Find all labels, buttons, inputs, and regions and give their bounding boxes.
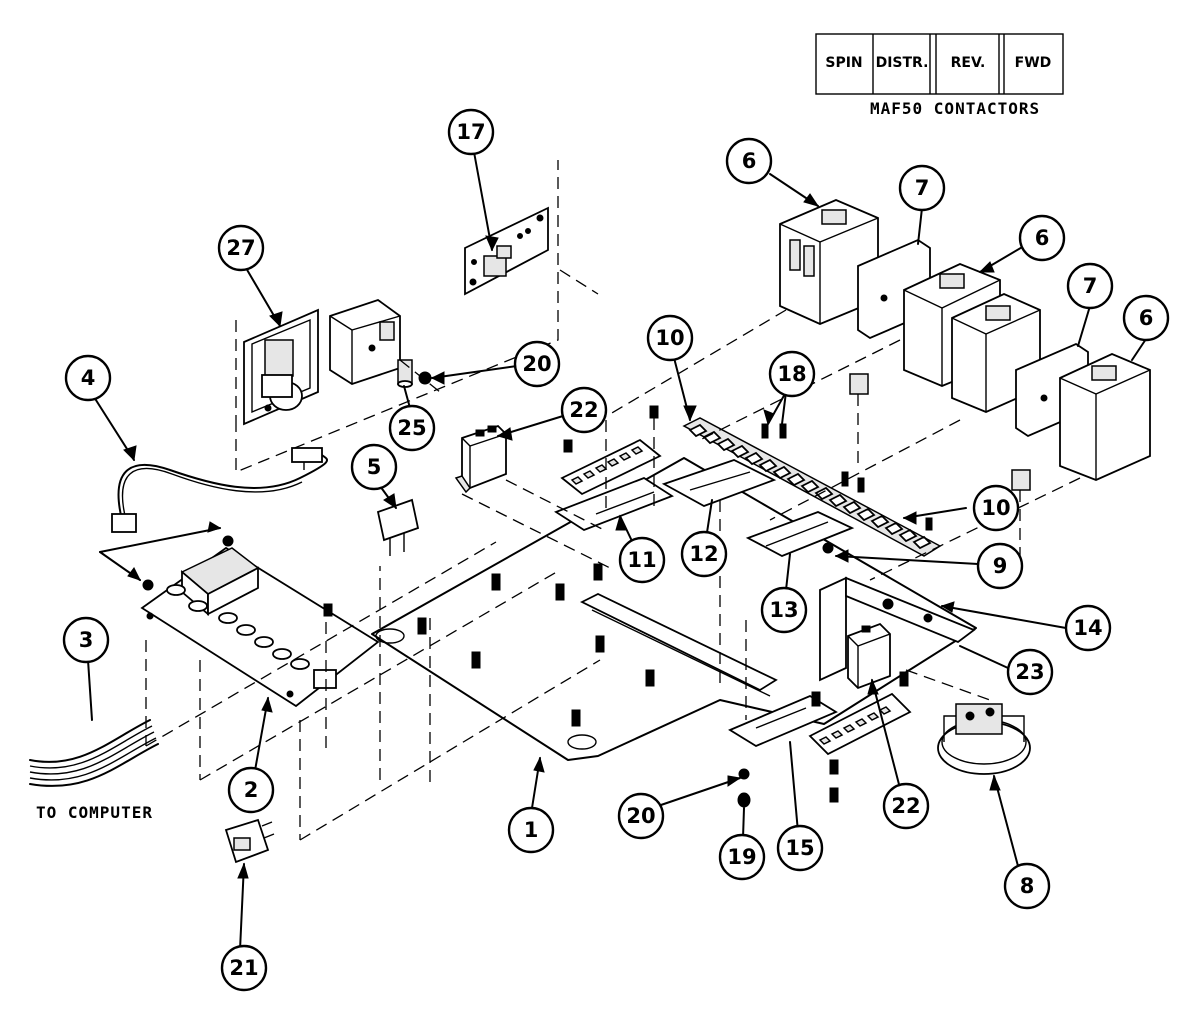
part-3-ribbon-cable — [29, 719, 159, 787]
part-20-nut-upper — [418, 371, 432, 385]
callout-25: 25 — [388, 404, 436, 452]
svg-text:4: 4 — [81, 366, 96, 390]
svg-text:20: 20 — [626, 804, 655, 828]
part-11-label-strip — [554, 476, 674, 532]
part-5-capacitor — [376, 498, 420, 556]
svg-text:27: 27 — [226, 236, 255, 260]
svg-text:22: 22 — [891, 794, 920, 818]
legend-rev: REV. — [951, 55, 986, 71]
callout-7-a: 7 — [898, 164, 946, 212]
terminal-block-small-lower — [808, 692, 912, 756]
callout-7-b: 7 — [1066, 262, 1114, 310]
svg-text:19: 19 — [727, 845, 756, 869]
svg-text:8: 8 — [1020, 874, 1035, 898]
callout-27: 27 — [217, 224, 265, 272]
callout-11: 11 — [618, 536, 666, 584]
callout-8: 8 — [1003, 862, 1051, 910]
part-17-board — [464, 206, 549, 296]
callout-17: 17 — [447, 108, 495, 156]
svg-text:1: 1 — [524, 818, 539, 842]
svg-text:25: 25 — [397, 416, 426, 440]
callout-22-upper: 22 — [560, 386, 608, 434]
callout-6-a: 6 — [725, 137, 773, 185]
svg-text:9: 9 — [993, 554, 1008, 578]
callout-12: 12 — [680, 530, 728, 578]
svg-text:23: 23 — [1015, 660, 1044, 684]
svg-text:6: 6 — [1035, 226, 1050, 250]
assembly-dashed-lines — [145, 269, 1081, 841]
callout-20-lower: 20 — [617, 792, 665, 840]
svg-text:21: 21 — [229, 956, 258, 980]
svg-text:7: 7 — [1083, 274, 1098, 298]
part-4-harness — [111, 447, 328, 533]
callout-3: 3 — [62, 616, 110, 664]
callout-1: 1 — [507, 806, 555, 854]
part-22-relay-upper — [454, 424, 507, 494]
svg-text:20: 20 — [522, 352, 551, 376]
callout-9: 9 — [976, 542, 1024, 590]
svg-text:15: 15 — [785, 836, 814, 860]
part-2-circuit-board — [140, 546, 380, 708]
svg-text:3: 3 — [79, 628, 94, 652]
callout-23: 23 — [1006, 648, 1054, 696]
to-computer-note: TO COMPUTER — [36, 803, 153, 822]
svg-text:22: 22 — [569, 398, 598, 422]
svg-text:18: 18 — [777, 362, 806, 386]
svg-text:14: 14 — [1073, 616, 1102, 640]
callout-14: 14 — [1064, 604, 1112, 652]
contactor-legend: SPIN DISTR. REV. FWD MAF50 CONTACTORS — [815, 33, 1064, 118]
callout-20-upper: 20 — [513, 340, 561, 388]
callout-21: 21 — [220, 944, 268, 992]
svg-text:17: 17 — [456, 120, 485, 144]
svg-text:6: 6 — [1139, 306, 1154, 330]
callout-15: 15 — [776, 824, 824, 872]
callout-2: 2 — [227, 766, 275, 814]
callout-6-c: 6 — [1122, 294, 1170, 342]
leader-arrowheads — [123, 193, 1001, 879]
hardware-standoffs — [142, 405, 933, 808]
callout-13: 13 — [760, 586, 808, 634]
part-22-relay-lower — [847, 622, 891, 690]
legend-fwd: FWD — [1015, 55, 1052, 71]
legend-caption: MAF50 CONTACTORS — [870, 99, 1040, 118]
callout-5: 5 — [350, 443, 398, 491]
upper-dashed-enclosure — [235, 160, 559, 473]
svg-text:6: 6 — [742, 149, 757, 173]
svg-text:10: 10 — [655, 326, 684, 350]
part-14-bracket — [819, 576, 976, 682]
svg-text:11: 11 — [627, 548, 656, 572]
callout-19: 19 — [718, 833, 766, 881]
callout-4: 4 — [64, 354, 112, 402]
callout-6-b: 6 — [1018, 214, 1066, 262]
legend-spin: SPIN — [825, 55, 862, 71]
svg-text:7: 7 — [915, 176, 930, 200]
callout-22-lower: 22 — [882, 782, 930, 830]
part-6-contactor-a — [779, 199, 879, 325]
part-27-timer-assembly — [243, 298, 401, 426]
legend-distr: DISTR. — [876, 55, 929, 71]
svg-text:10: 10 — [981, 496, 1010, 520]
part-15-label-strip — [728, 694, 838, 748]
callout-18: 18 — [768, 350, 816, 398]
part-6-contactor-d — [1059, 353, 1151, 481]
part-13-label-strip — [745, 511, 855, 557]
part-8-pressure-switch — [937, 703, 1031, 775]
callout-10-upper: 10 — [646, 314, 694, 362]
svg-text:2: 2 — [244, 778, 259, 802]
svg-text:12: 12 — [689, 542, 718, 566]
terminal-block-small-upper — [560, 438, 662, 496]
svg-text:5: 5 — [367, 455, 382, 479]
svg-text:13: 13 — [769, 598, 798, 622]
part-21-switch — [224, 818, 275, 864]
callout-10-lower: 10 — [972, 484, 1020, 532]
part-12-label-strip — [661, 459, 777, 507]
